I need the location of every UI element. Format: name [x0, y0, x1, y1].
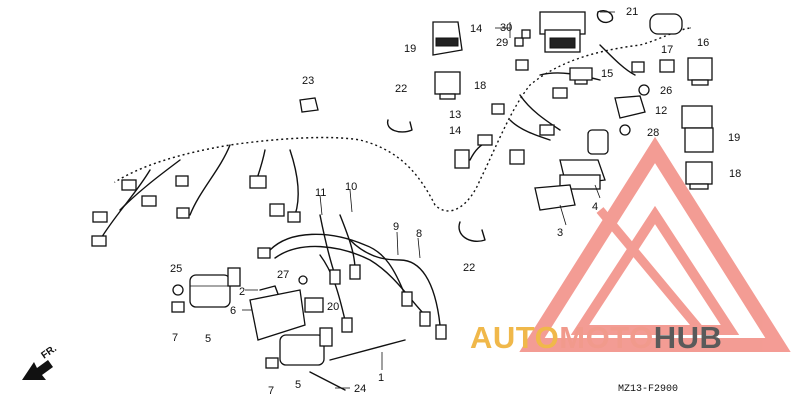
clamp-15 [569, 67, 593, 81]
watermark-logo-triangle [519, 136, 791, 352]
callout-14-lower: 14 [449, 125, 461, 137]
callout-15: 15 [601, 68, 613, 80]
callout-17: 17 [661, 44, 673, 56]
connector-20 [304, 297, 324, 313]
callout-1: 1 [378, 372, 384, 384]
harness-connectors [91, 59, 645, 247]
bolt-2 [259, 285, 279, 295]
callout-22-bottom: 22 [463, 262, 475, 274]
callout-10: 10 [345, 181, 357, 193]
ignition-coil-5-bottom [279, 327, 333, 366]
watermark-moto: MOTO [559, 320, 653, 355]
callout-22-top: 22 [395, 83, 407, 95]
nut-7-left [171, 301, 185, 313]
drawing-code: MZ13-F2900 [618, 384, 678, 395]
callout-19-right: 19 [728, 132, 740, 144]
fuse-holder-19-top [432, 21, 463, 56]
callout-30: 30 [500, 22, 512, 34]
front-direction-arrow: FR. [22, 343, 59, 380]
callout-numbers: 1 2 3 4 5 5 6 7 7 8 9 10 11 12 13 14 14 … [170, 6, 741, 397]
bolt-26 [638, 84, 650, 96]
callout-12: 12 [655, 105, 667, 117]
fr-label: FR. [39, 343, 59, 361]
callout-3: 3 [557, 227, 563, 239]
callout-9: 9 [393, 221, 399, 233]
bolt-27 [298, 275, 308, 285]
fuse-relay-box [539, 11, 586, 53]
connector-17 [659, 59, 675, 73]
callout-13: 13 [449, 109, 461, 121]
callout-24: 24 [354, 383, 366, 395]
horn-cylinder [596, 10, 683, 35]
clip-30 [521, 29, 531, 39]
clip-23 [299, 97, 319, 113]
callout-29: 29 [496, 37, 508, 49]
clamp-22-top [386, 119, 413, 133]
ground-wire-1 [329, 339, 406, 361]
bolt-24 [309, 371, 346, 391]
fuse-holder-19-right [681, 105, 714, 153]
nut-7-bottom [265, 357, 279, 369]
bracket-3 [534, 184, 576, 211]
callout-28: 28 [647, 127, 659, 139]
callout-7-left: 7 [172, 332, 178, 344]
callout-25: 25 [170, 263, 182, 275]
relay-16 [687, 57, 713, 86]
svg-text:AUTOMOTOHUB: AUTOMOTOHUB [470, 320, 722, 355]
callout-6: 6 [230, 305, 236, 317]
spark-plug-wires [257, 214, 447, 340]
callout-21: 21 [626, 6, 638, 18]
callout-4: 4 [592, 201, 598, 213]
watermark-hub: HUB [654, 320, 723, 355]
callout-20: 20 [327, 301, 339, 313]
callout-27: 27 [277, 269, 289, 281]
callout-19-top: 19 [404, 43, 416, 55]
relay-18-right [685, 161, 713, 190]
callout-26: 26 [660, 85, 672, 97]
callout-16: 16 [697, 37, 709, 49]
coil-bracket-6 [249, 289, 306, 341]
callout-5-bottom: 5 [295, 379, 301, 391]
bolt-25 [172, 284, 184, 296]
relay-18-top [434, 71, 461, 100]
callout-18-right: 18 [729, 168, 741, 180]
callout-14-upper: 14 [470, 23, 482, 35]
condenser-13 [454, 129, 609, 169]
sensor-12 [614, 95, 646, 119]
ignition-coil-5-left [189, 267, 241, 308]
callout-23: 23 [302, 75, 314, 87]
callout-2: 2 [239, 286, 245, 298]
callout-8: 8 [416, 228, 422, 240]
watermark-logo-text: AUTOMOTOHUB [470, 320, 722, 355]
callout-11: 11 [315, 187, 326, 199]
watermark-auto: AUTO [470, 320, 559, 355]
leader-lines [242, 11, 615, 389]
callout-5-left: 5 [205, 333, 211, 345]
callout-18-top: 18 [474, 80, 486, 92]
callout-7-bottom: 7 [268, 385, 274, 397]
clamp-22-bottom [458, 221, 486, 242]
clip-29 [514, 37, 524, 47]
bolt-28 [619, 124, 631, 136]
